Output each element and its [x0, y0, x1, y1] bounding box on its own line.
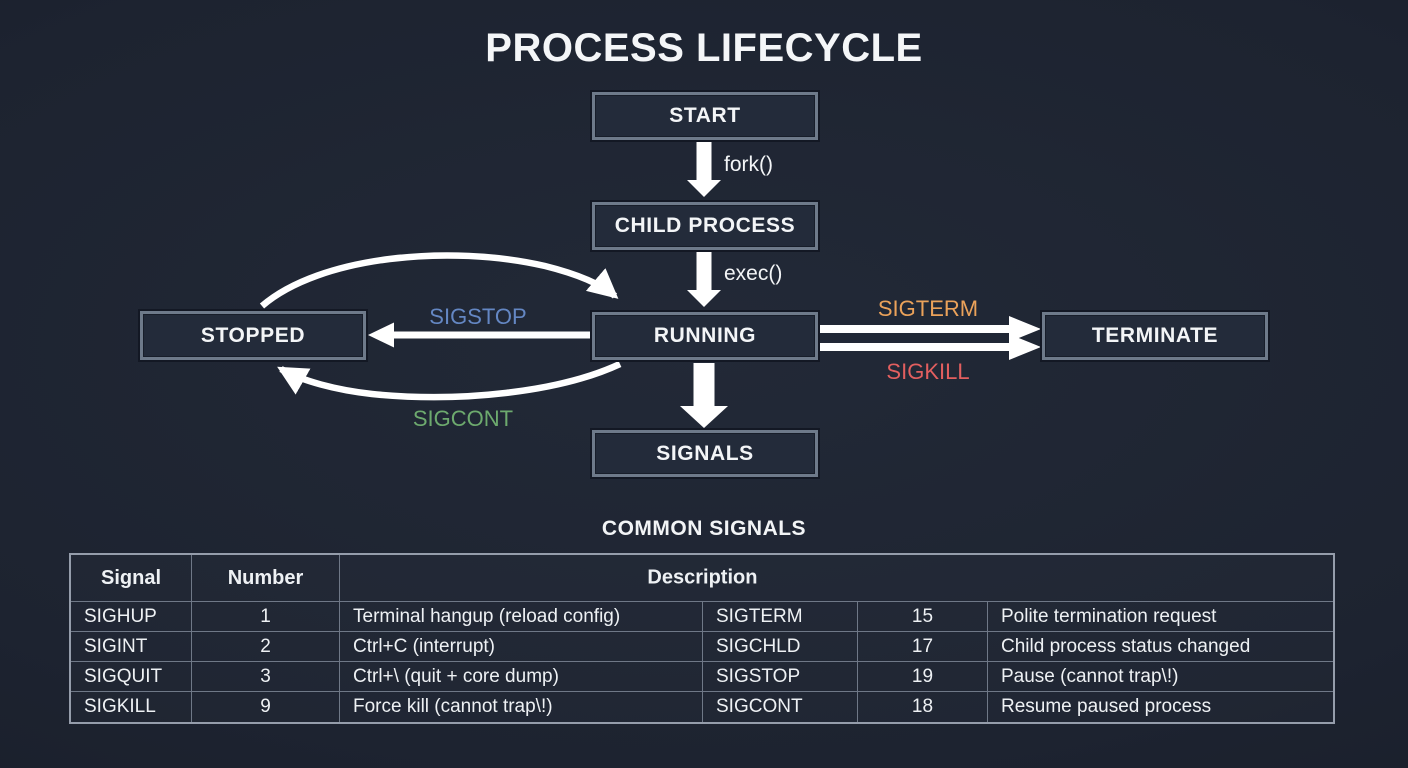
table-cell: Pause (cannot trap\!): [988, 662, 1333, 692]
arrow-running-signals: [680, 363, 728, 428]
table-cell: Ctrl+C (interrupt): [340, 632, 703, 662]
arrow-sigkill-head: [1009, 334, 1041, 360]
arrow-fork: [687, 142, 721, 197]
table-cell: SIGCONT: [703, 692, 858, 722]
table-cell: 9: [192, 692, 340, 722]
table-cell: 17: [858, 632, 988, 662]
arrow-sigterm-head: [1009, 316, 1041, 342]
edge-label-fork: fork(): [724, 153, 773, 176]
table-heading: COMMON SIGNALS: [601, 517, 807, 540]
node-stopped: STOPPED: [140, 311, 366, 360]
signals-table: Signal Number Description SIGHUP 1 Termi…: [69, 553, 1335, 724]
table-cell: 19: [858, 662, 988, 692]
arrow-stopped-running-arc: [259, 252, 619, 309]
table-cell: Ctrl+\ (quit + core dump): [340, 662, 703, 692]
node-terminate: TERMINATE: [1042, 312, 1268, 360]
arrow-sigkill-shaft: [820, 343, 1009, 351]
column-header-signal: Signal: [71, 555, 192, 602]
node-running: RUNNING: [592, 312, 818, 360]
column-header-description: Description: [340, 555, 1333, 602]
arrow-sigcont-arc: [277, 361, 622, 401]
node-stopped-label: STOPPED: [200, 323, 306, 347]
node-child-process: CHILD PROCESS: [592, 202, 818, 250]
node-signals-label: SIGNALS: [656, 441, 754, 465]
table-cell: 1: [192, 602, 340, 632]
edge-label-sigterm: SIGTERM: [877, 296, 979, 321]
edge-label-sigstop: SIGSTOP: [429, 304, 527, 329]
edge-label-sigcont: SIGCONT: [412, 406, 514, 431]
table-cell: Force kill (cannot trap\!): [340, 692, 703, 722]
table-cell: 18: [858, 692, 988, 722]
table-cell: Resume paused process: [1001, 696, 1212, 717]
node-running-label: RUNNING: [653, 324, 757, 347]
node-start: START: [592, 92, 818, 140]
table-cell: Polite termination request: [988, 602, 1333, 632]
table-cell: SIGKILL: [71, 692, 192, 722]
arrow-sigstop-shaft: [393, 331, 592, 339]
table-cell: SIGSTOP: [703, 662, 858, 692]
table-cell: SIGINT: [71, 632, 192, 662]
page-title: PROCESS LIFECYCLE: [485, 26, 923, 70]
arrow-sigterm-shaft: [820, 325, 1009, 333]
node-signals: SIGNALS: [592, 430, 818, 477]
edge-label-sigkill: SIGKILL: [886, 359, 970, 384]
arrow-sigstop-head: [368, 322, 394, 348]
table-cell: 2: [192, 632, 340, 662]
table-cell: Child process status changed: [988, 632, 1333, 662]
table-cell: SIGTERM: [703, 602, 858, 632]
column-header-description-label: Description: [647, 566, 758, 589]
table-cell: Terminal hangup (reload config): [340, 602, 703, 632]
edge-label-exec: exec(): [724, 262, 783, 285]
node-terminate-label: TERMINATE: [1091, 324, 1219, 347]
node-start-label: START: [669, 104, 741, 127]
table-cell: SIGCHLD: [703, 632, 858, 662]
node-child-process-label: CHILD PROCESS: [614, 214, 796, 237]
table-cell: 15: [858, 602, 988, 632]
table-cell: SIGQUIT: [71, 662, 192, 692]
table-cell: SIGHUP: [71, 602, 192, 632]
arrow-exec: [687, 252, 721, 307]
table-cell: 3: [192, 662, 340, 692]
column-header-number: Number: [192, 555, 340, 602]
